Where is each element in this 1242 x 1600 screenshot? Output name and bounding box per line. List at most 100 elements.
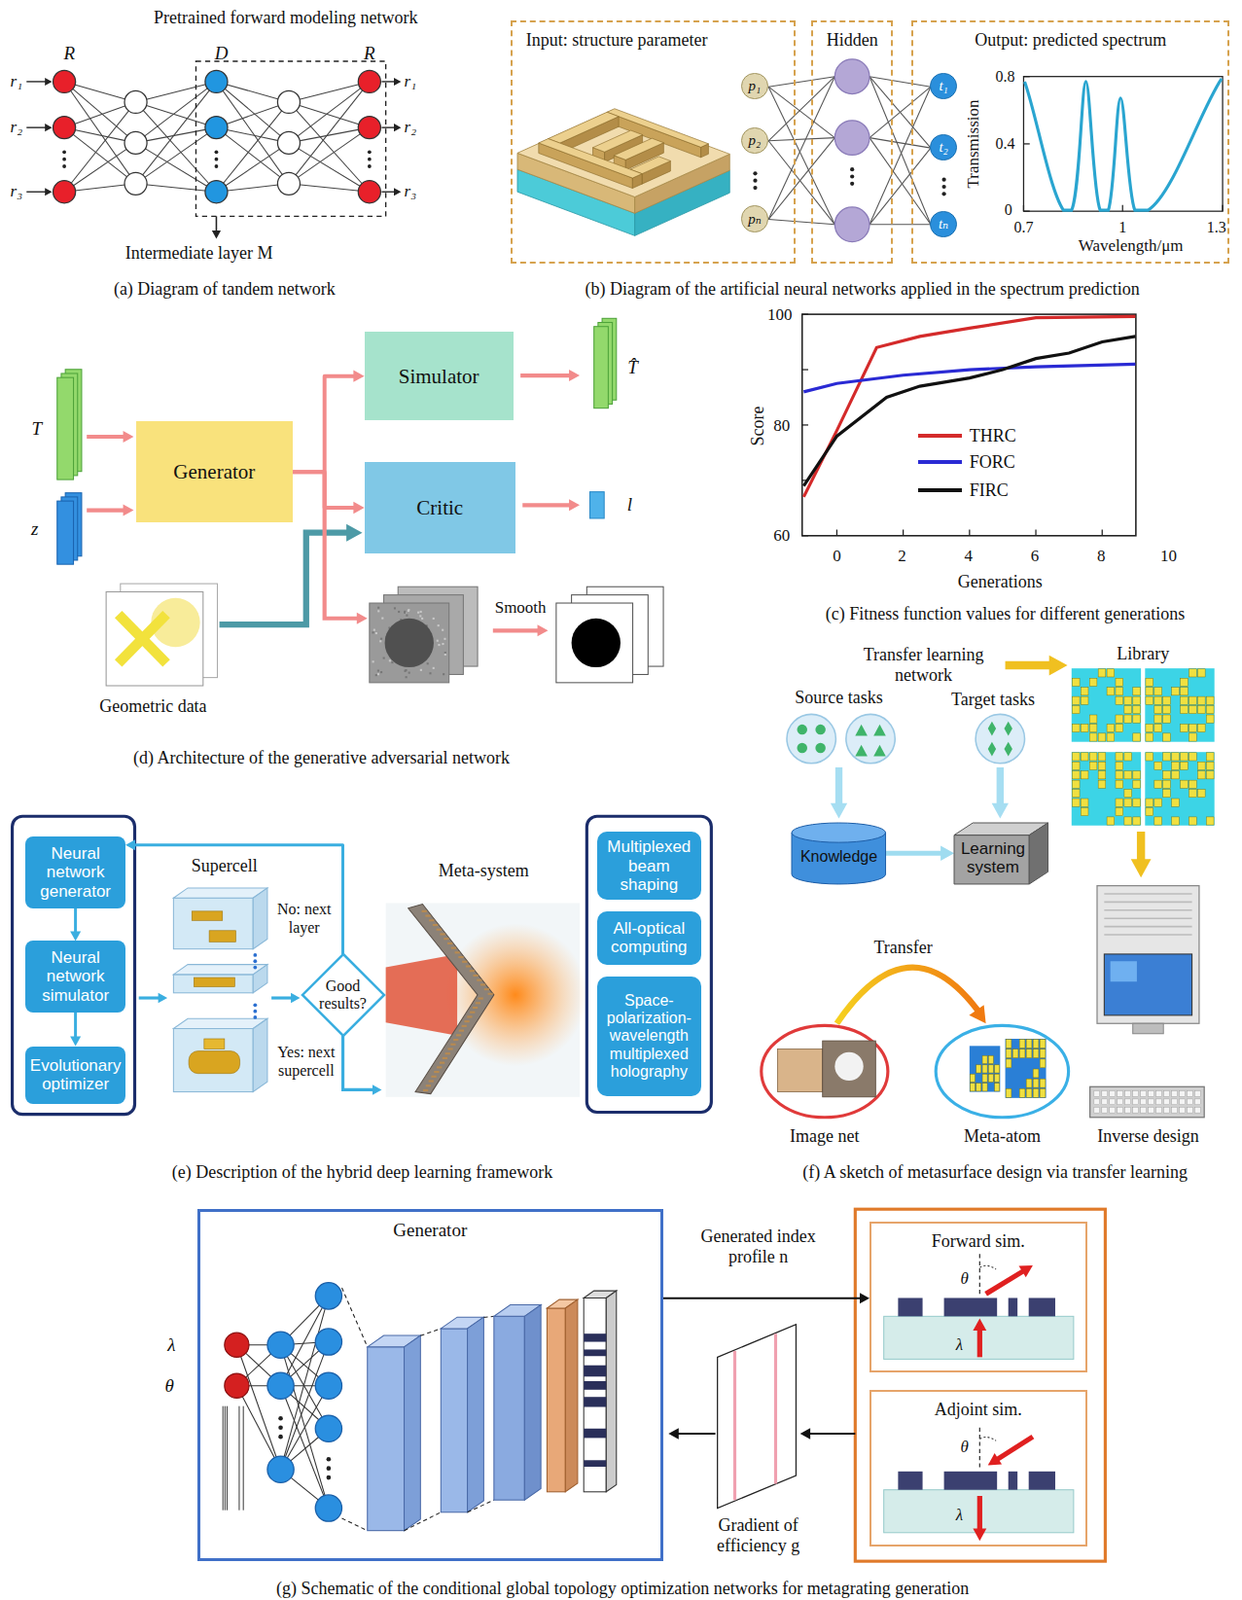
grating-bar [1008, 1471, 1018, 1491]
noise-dot [437, 643, 440, 646]
adjoint-arrow [972, 1528, 987, 1542]
adjoint-source-arrow [988, 1453, 1002, 1466]
angle-arc [979, 1437, 996, 1442]
grating-bar [1008, 1297, 1018, 1316]
smooth-arrow [493, 628, 540, 633]
network-link [281, 1342, 329, 1470]
down-arrow [215, 215, 218, 232]
pattern-cell [1145, 677, 1154, 686]
connector [886, 846, 955, 861]
keyboard-key [1133, 1099, 1139, 1105]
noise-dot [380, 638, 383, 640]
pattern-cell [1098, 761, 1106, 770]
feature-block [440, 1328, 467, 1513]
pattern-cell [994, 1064, 1000, 1073]
pattern-cell [1133, 816, 1141, 825]
noise-dot [403, 670, 406, 673]
computer-monitor [1097, 886, 1200, 1025]
pattern-cell [1206, 696, 1214, 705]
pattern-cell [1154, 714, 1163, 723]
text-label: Wavelength/μm [1078, 236, 1184, 256]
noise-dot [428, 672, 431, 675]
neuron [124, 172, 147, 195]
pattern-cell [1154, 816, 1163, 825]
pattern-cell [1206, 816, 1214, 825]
keyboard-key [1171, 1090, 1178, 1097]
tick [1101, 529, 1103, 535]
pattern-cell [1154, 687, 1163, 696]
box-heading: Adjoint sim. [871, 1399, 1086, 1420]
data-arrow [123, 430, 135, 443]
cylinder-top [791, 822, 887, 843]
pattern-cell [1115, 752, 1124, 761]
connector-line [886, 851, 944, 856]
network-link [136, 183, 217, 192]
ellipsis-dot [326, 1465, 332, 1471]
text-label: Target tasks [951, 688, 1035, 710]
text-label: Yes: next supercell [272, 1043, 340, 1080]
text-label: r₂ [10, 117, 24, 138]
noise-barcode [221, 1406, 224, 1511]
task-circle [846, 713, 895, 763]
output-light [443, 922, 587, 1066]
pattern-cell [1032, 1049, 1039, 1059]
pattern-cell [1171, 687, 1180, 696]
noise-dot [417, 611, 420, 614]
pattern-cell [1189, 723, 1198, 732]
text-label: 0 [1004, 201, 1013, 219]
resonator-bar [538, 139, 642, 178]
pattern-cell [1145, 687, 1154, 696]
pattern-cell [1189, 789, 1198, 798]
network-link [136, 81, 217, 143]
hidden-neuron [834, 120, 870, 156]
panel-caption: (g) Schematic of the conditional global … [276, 1577, 969, 1598]
ellipsis-dot [942, 191, 947, 196]
pattern-cell [1145, 752, 1154, 761]
screen-window [1110, 960, 1137, 982]
pattern-cell [1115, 696, 1124, 705]
keyboard-key [1133, 1106, 1139, 1113]
ellipsis-dot [252, 1009, 257, 1014]
pattern-cell [1026, 1039, 1032, 1049]
keyboard-key [1171, 1106, 1178, 1113]
supercell-layer [173, 1029, 253, 1093]
task-triangle [873, 724, 887, 737]
gradient-stripe [733, 1350, 737, 1500]
chart-frame [802, 314, 1136, 536]
network-link [288, 102, 370, 192]
pattern-cell [1145, 807, 1154, 816]
critic-score [589, 492, 604, 519]
network-link [288, 81, 370, 103]
metasurface-texture [425, 1084, 431, 1087]
neuron-circle: t₁ [929, 72, 957, 100]
metasurface-texture [430, 1075, 436, 1078]
pattern-cell [1163, 714, 1172, 723]
tick [902, 529, 904, 535]
supercell-layer [173, 974, 253, 994]
text-label: 4 [964, 546, 974, 567]
pattern-cell [1163, 771, 1172, 780]
box-text: p₁ [748, 78, 762, 94]
monitor-vent [1103, 925, 1192, 928]
meta-atom-bar [193, 977, 235, 987]
pattern-cell [1197, 723, 1206, 732]
text-label: r₁ [10, 71, 24, 92]
cat-photo [778, 1048, 823, 1092]
metasurface-texture [459, 1029, 464, 1032]
down-arrow [212, 230, 221, 239]
pattern-cell [1206, 706, 1214, 714]
pattern-cell [1115, 771, 1124, 780]
ellipsis-dot [252, 965, 257, 970]
profile-stripe [583, 1348, 606, 1356]
ellipsis-dot [252, 1015, 257, 1020]
angle-arc [979, 1265, 996, 1270]
decision-diamond: Good results? [302, 954, 385, 1036]
grating-bar [944, 1471, 998, 1491]
text-label: 0.4 [995, 135, 1016, 153]
flow-arrow [158, 993, 168, 1003]
network-link [869, 86, 931, 138]
hidden-neuron [834, 59, 870, 95]
noise-dot [379, 639, 382, 642]
keyboard-key [1179, 1099, 1186, 1105]
